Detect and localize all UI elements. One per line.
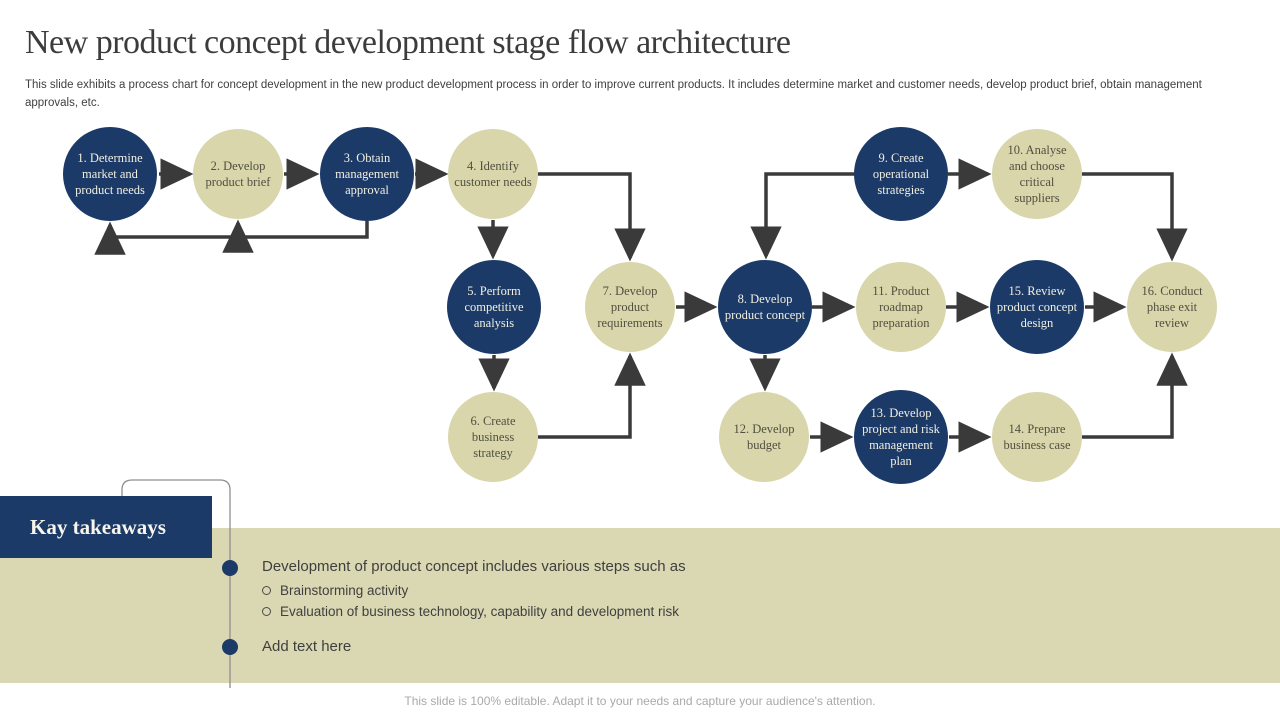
arrow-14-to-16 [1082, 352, 1188, 439]
flow-node-12[interactable]: 12. Develop budget [719, 392, 809, 482]
flow-node-13[interactable]: 13. Develop project and risk management … [854, 390, 948, 484]
flow-node-5[interactable]: 5. Perform competitive analysis [447, 260, 541, 354]
arrow-3-feedback-to-1 [94, 221, 369, 255]
flow-node-10[interactable]: 10. Analyse and choose critical supplier… [992, 129, 1082, 219]
flow-node-1[interactable]: 1. Determine market and product needs [63, 127, 157, 221]
takeaway-sub-item: Brainstorming activity [262, 582, 982, 600]
arrow-6-to-7 [538, 352, 646, 439]
flow-node-9[interactable]: 9. Create operational strategies [854, 127, 948, 221]
flow-node-4[interactable]: 4. Identify customer needs [448, 129, 538, 219]
takeaways-heading-box: Kay takeaways [0, 496, 212, 558]
arrow-4-to-7 [538, 172, 646, 262]
takeaway-sub-label: Evaluation of business technology, capab… [280, 603, 679, 619]
flow-node-3[interactable]: 3. Obtain management approval [320, 127, 414, 221]
flow-node-6[interactable]: 6. Create business strategy [448, 392, 538, 482]
takeaway-bullet-1: Development of product concept includes … [262, 558, 686, 575]
flow-node-15[interactable]: 15. Review product concept design [990, 260, 1084, 354]
flow-node-8[interactable]: 8. Develop product concept [718, 260, 812, 354]
add-text-placeholder[interactable]: Add text here [262, 638, 352, 655]
takeaway-sub-item: Evaluation of business technology, capab… [262, 603, 982, 621]
flow-node-11[interactable]: 11. Product roadmap preparation [856, 262, 946, 352]
arrow-10-to-16 [1082, 172, 1188, 262]
flow-node-16[interactable]: 16. Conduct phase exit review [1127, 262, 1217, 352]
flow-node-2[interactable]: 2. Develop product brief [193, 129, 283, 219]
flow-node-7[interactable]: 7. Develop product requirements [585, 262, 675, 352]
takeaway-sub-list: Brainstorming activity Evaluation of bus… [262, 582, 982, 624]
footer-note: This slide is 100% editable. Adapt it to… [404, 694, 876, 708]
arrow-9-to-8 [750, 172, 855, 260]
flow-node-14[interactable]: 14. Prepare business case [992, 392, 1082, 482]
page-title: New product concept development stage fl… [25, 24, 791, 61]
circle-bullet-icon [262, 607, 271, 617]
takeaways-heading-label: Kay takeaways [30, 514, 166, 539]
takeaway-sub-label: Brainstorming activity [280, 583, 409, 598]
slide-description: This slide exhibits a process chart for … [25, 79, 1202, 109]
circle-bullet-icon [262, 586, 271, 596]
